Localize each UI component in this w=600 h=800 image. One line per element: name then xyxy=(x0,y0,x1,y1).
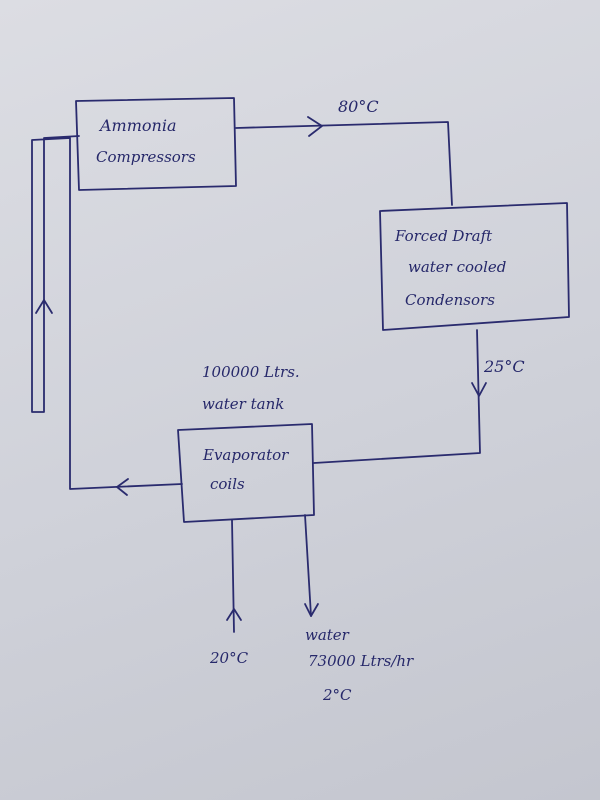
flow-compressor-to-condenser xyxy=(235,116,453,206)
evaporator-box xyxy=(177,423,315,523)
condenser-label-line2: water cooled xyxy=(408,258,506,276)
arrow-right-icon xyxy=(307,116,323,137)
water-out-label: water xyxy=(305,626,350,644)
water-inlet-pipe xyxy=(226,519,242,633)
arrow-down-icon xyxy=(471,382,487,397)
condenser-label-line3: Condensors xyxy=(405,291,495,309)
arrow-up-icon xyxy=(226,608,242,621)
tank-name-label: water tank xyxy=(202,395,284,413)
evaporator-node: Evaporator coils xyxy=(177,423,315,523)
tank-capacity-label: 100000 Ltrs. xyxy=(202,363,300,381)
water-in-temp-label: 20°C xyxy=(209,649,249,667)
arrow-down-icon xyxy=(304,603,319,617)
compressor-box xyxy=(75,97,237,191)
arrow-up-icon xyxy=(35,299,53,314)
evaporator-label-line2: coils xyxy=(210,475,245,493)
water-flow-label: 73000 Ltrs/hr xyxy=(308,652,414,670)
condenser-box xyxy=(379,202,570,331)
water-out-temp-label: 2°C xyxy=(322,686,352,704)
compressor-label-line2: Compressors xyxy=(96,148,196,166)
water-outlet-pipe xyxy=(304,514,319,617)
compressor-label-line1: Ammonia xyxy=(98,116,177,135)
condenser-label-line1: Forced Draft xyxy=(394,227,493,245)
flow-condenser-to-evaporator xyxy=(313,329,487,464)
condenser-node: Forced Draft water cooled Condensors xyxy=(379,202,570,331)
arrow-left-icon xyxy=(116,478,129,496)
flow-evaporator-to-compressor xyxy=(31,135,183,496)
temp-label-hot: 80°C xyxy=(338,97,379,116)
temp-label-condensed: 25°C xyxy=(483,357,525,376)
compressor-node: Ammonia Compressors xyxy=(75,97,237,191)
evaporator-label-line1: Evaporator xyxy=(202,446,289,464)
